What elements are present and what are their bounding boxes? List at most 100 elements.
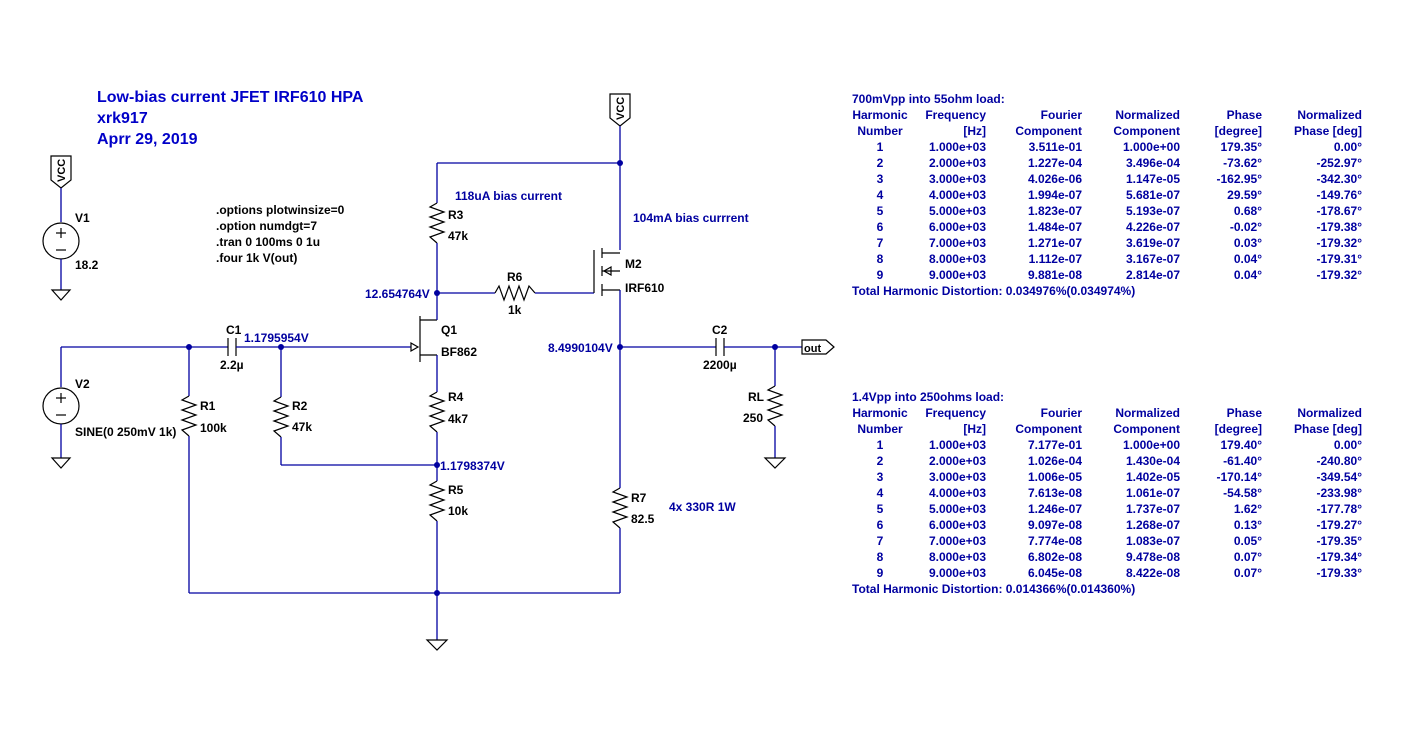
r4-name: R4 xyxy=(448,390,464,404)
table-cell: 5 xyxy=(876,502,884,516)
rl-value: 250 xyxy=(743,411,763,425)
r1-resistor[interactable]: R1 100k xyxy=(180,395,227,437)
table-cell: 6 xyxy=(876,518,884,532)
table-cell: 4.000e+03 xyxy=(928,188,986,202)
table-cell: 2.000e+03 xyxy=(928,454,986,468)
fourier-table-250ohm: 1.4Vpp into 250ohms load: Harmonic Frequ… xyxy=(852,389,1362,597)
table-cell: -179.33° xyxy=(1316,566,1363,580)
table-cell: 3.511e-01 xyxy=(1028,140,1082,154)
table-cell: -177.78° xyxy=(1316,502,1363,516)
q1-name: Q1 xyxy=(441,323,457,337)
directive-numdgt[interactable]: .option numdgt=7 xyxy=(216,219,317,233)
table-cell: 7 xyxy=(876,236,884,250)
r2-name: R2 xyxy=(292,399,308,413)
c1-capacitor[interactable]: C1 2.2µ xyxy=(220,323,244,372)
r7-resistor[interactable]: R7 82.5 xyxy=(611,487,655,529)
table-cell: -149.76° xyxy=(1316,188,1363,202)
table-cell: 1.000e+03 xyxy=(928,438,986,452)
header-cell: Fourier xyxy=(1040,108,1082,122)
v1-name: V1 xyxy=(75,211,90,225)
r6-resistor[interactable]: R6 1k xyxy=(494,270,536,317)
table-cell: 0.07° xyxy=(1233,550,1262,564)
table-cell: -0.02° xyxy=(1229,220,1262,234)
table-cell: 4.000e+03 xyxy=(928,486,986,500)
ground-symbol xyxy=(50,457,72,469)
table-cell: 4 xyxy=(876,486,884,500)
vcc-port-v1 xyxy=(50,155,72,189)
table-cell: 7.000e+03 xyxy=(928,534,986,548)
table-cell: 29.59° xyxy=(1227,188,1262,202)
table-cell: 3 xyxy=(876,470,884,484)
v2-source[interactable]: V2 SINE(0 250mV 1k) xyxy=(42,347,176,469)
ground-symbol xyxy=(425,639,449,651)
header-cell: Fourier xyxy=(1040,406,1082,420)
q1-jfet[interactable]: Q1 BF862 xyxy=(410,316,477,362)
r3-resistor[interactable]: R3 47k xyxy=(428,202,468,244)
table-cell: 9.478e-08 xyxy=(1125,550,1180,564)
table-cell: 1.227e-04 xyxy=(1027,156,1082,170)
table-cell: 8 xyxy=(876,550,884,564)
c1-name: C1 xyxy=(226,323,242,337)
table-cell: -179.32° xyxy=(1316,236,1363,250)
r5-resistor[interactable]: R5 10k xyxy=(428,480,468,522)
table-cell: -54.58° xyxy=(1223,486,1262,500)
table-cell: 1.246e-07 xyxy=(1027,502,1082,516)
node-voltage-drain: 12.654764V xyxy=(365,287,430,301)
header-cell: Harmonic xyxy=(852,108,908,122)
table-cell: 1.026e-04 xyxy=(1027,454,1082,468)
table-cell: 3.167e-07 xyxy=(1125,252,1180,266)
table-cell: -61.40° xyxy=(1223,454,1262,468)
table-cell: 7.000e+03 xyxy=(928,236,986,250)
table-cell: 3.619e-07 xyxy=(1125,236,1180,250)
directive-tran[interactable]: .tran 0 100ms 0 1u xyxy=(216,235,320,249)
table-cell: -179.31° xyxy=(1316,252,1363,266)
ground-symbol xyxy=(763,457,787,469)
r2-resistor[interactable]: R2 47k xyxy=(272,396,312,438)
table-cell: 0.00° xyxy=(1333,140,1362,154)
header-cell: Normalized xyxy=(1297,406,1362,420)
directive-four[interactable]: .four 1k V(out) xyxy=(216,251,297,265)
table-cell: 1.006e-05 xyxy=(1027,470,1082,484)
header-cell: Normalized xyxy=(1115,108,1180,122)
r5-name: R5 xyxy=(448,483,464,497)
directive-plotwinsize[interactable]: .options plotwinsize=0 xyxy=(216,203,345,217)
rl-resistor[interactable]: RL 250 xyxy=(743,385,784,427)
header-cell: Phase [deg] xyxy=(1293,422,1362,436)
m2-mosfet[interactable]: M2 IRF610 xyxy=(593,248,665,296)
table-cell: 1.000e+00 xyxy=(1122,140,1180,154)
table-cell: 1.083e-07 xyxy=(1125,534,1180,548)
fourier-header-row: Harmonic Frequency Fourier Normalized Ph… xyxy=(852,405,1362,421)
table-cell: 3.000e+03 xyxy=(928,172,986,186)
table-cell: 0.07° xyxy=(1233,566,1262,580)
table-cell: 7.613e-08 xyxy=(1027,486,1082,500)
out-port xyxy=(801,339,835,355)
v1-source[interactable]: VCC V1 18.2 xyxy=(42,155,99,301)
table-cell: 2 xyxy=(876,156,884,170)
m2-value: IRF610 xyxy=(625,281,665,295)
v2-value: SINE(0 250mV 1k) xyxy=(75,425,176,439)
table-cell: 1.823e-07 xyxy=(1027,204,1082,218)
vcc-port-top xyxy=(609,93,631,127)
table-cell: 4 xyxy=(876,188,884,202)
table-cell: 0.13° xyxy=(1233,518,1262,532)
table-cell: 8.422e-08 xyxy=(1125,566,1180,580)
schematic-date: Aprr 29, 2019 xyxy=(97,131,198,148)
node-voltage-gate: 1.1795954V xyxy=(244,331,309,345)
table-cell: -179.27° xyxy=(1316,518,1363,532)
r2-value: 47k xyxy=(292,420,312,434)
table-cell: 3 xyxy=(876,172,884,186)
node-voltage-r4-r5: 1.1798374V xyxy=(440,459,505,473)
table-cell: 3.496e-04 xyxy=(1125,156,1180,170)
r4-resistor[interactable]: R4 4k7 xyxy=(428,390,468,433)
table-cell: 1.430e-04 xyxy=(1125,454,1180,468)
